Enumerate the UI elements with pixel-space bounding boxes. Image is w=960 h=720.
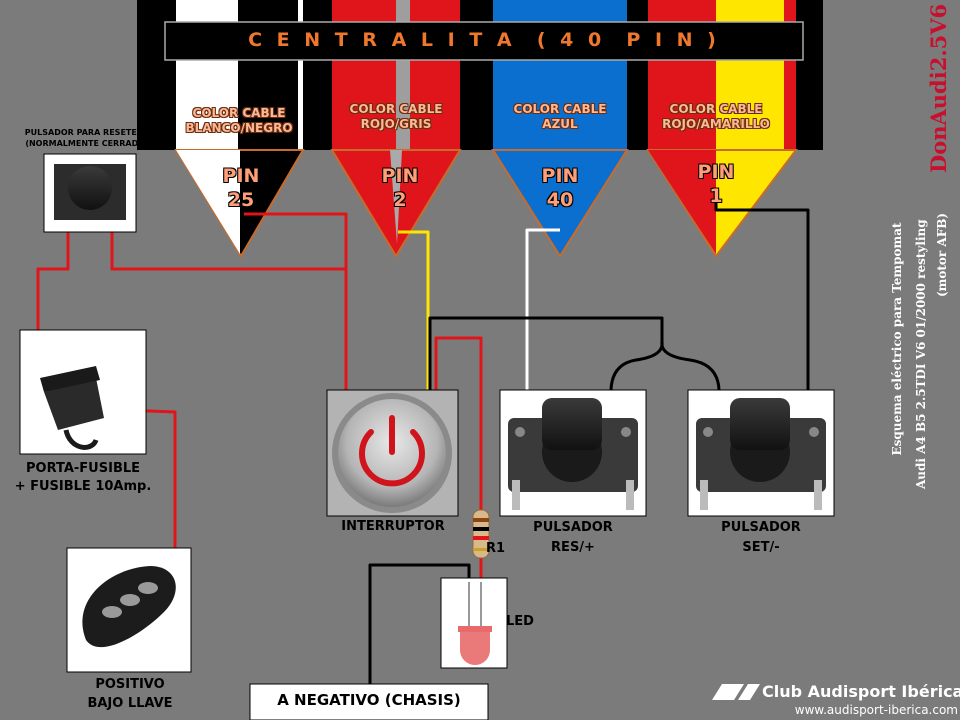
resistor-label: R1 — [486, 541, 506, 556]
pin-40-cable-label-line1: COLOR CABLE — [513, 102, 607, 116]
fuse-label-line2: + FUSIBLE 10Amp. — [14, 479, 152, 494]
fuse-holder-image — [19, 329, 147, 455]
reset-button-label-line1: PULSADOR PARA RESETEAR — [24, 128, 150, 137]
pin-1-number: 1 — [709, 185, 723, 207]
pin-1-cable-label-line2: ROJO/AMARILLO — [662, 117, 770, 131]
car-key-image — [66, 547, 192, 673]
switch-image — [326, 389, 459, 517]
pin-25-cable-label-line2: BLANCO/NEGRO — [185, 121, 293, 135]
reset-button-label-line2: (NORMALMENTE CERRADO) — [25, 139, 149, 148]
pin-40-label: PIN 40 — [520, 164, 600, 212]
set-button-label-line1: PULSADOR — [721, 520, 801, 535]
caption-line-2: Audi A4 B5 2.5TDI V6 01/2000 restyling — [914, 219, 928, 489]
pin-25-label: PIN 25 — [201, 164, 281, 212]
pin-2-word: PIN — [381, 165, 419, 187]
pin-1-cable-label-line1: COLOR CABLE — [669, 102, 763, 116]
pin-25-number: 25 — [227, 189, 255, 211]
set-button-image — [687, 389, 835, 517]
caption-line-1: Esquema eléctrico para Tempomat — [890, 222, 904, 456]
pin-40-word: PIN — [541, 165, 579, 187]
wire-common-split — [609, 341, 664, 391]
switch-label: INTERRUPTOR — [341, 519, 445, 534]
pin-2-label: PIN 2 — [360, 164, 440, 212]
wire-switch-resistor — [434, 336, 483, 512]
pin-40-number: 40 — [546, 189, 574, 211]
wire-led-ground — [368, 563, 471, 684]
pin-1-word: PIN — [697, 161, 735, 183]
club-name: Club Audisport Ibérica — [762, 682, 960, 701]
caption-line-3: (motor AFB) — [935, 212, 949, 298]
club-logo-mark — [712, 684, 760, 700]
wire-pin2-switch — [398, 230, 430, 390]
fuse-label: PORTA-FUSIBLE + FUSIBLE 10Amp. — [0, 460, 166, 496]
pin-40-cable-label-line2: AZUL — [542, 117, 578, 131]
pin-2-cable-label-line2: ROJO/GRIS — [360, 117, 432, 131]
res-button-label-line2: RES/+ — [551, 540, 595, 555]
pin-2-cable-label: COLOR CABLE ROJO/GRIS — [332, 102, 460, 132]
led-label: LED — [506, 614, 534, 629]
wire-pin25-switch — [244, 212, 348, 390]
fuse-label-line1: PORTA-FUSIBLE — [25, 461, 141, 476]
wire-pin40-res — [525, 228, 560, 390]
pin-25-word: PIN — [222, 165, 260, 187]
club-url: www.audisport-iberica.com — [794, 703, 958, 717]
wire-pin1-set — [714, 192, 810, 390]
set-button-label-line2: SET/- — [742, 540, 780, 555]
res-button-label: PULSADOR RES/+ — [510, 518, 636, 558]
reset-button-label: PULSADOR PARA RESETEAR (NORMALMENTE CERR… — [2, 127, 172, 149]
pin-2-cable-label-line1: COLOR CABLE — [349, 102, 443, 116]
pin-1-cable-label: COLOR CABLE ROJO/AMARILLO — [648, 102, 784, 132]
pin-40-cable-label: COLOR CABLE AZUL — [493, 102, 627, 132]
reset-button-image — [43, 153, 137, 233]
resistor-image — [472, 509, 490, 559]
res-button-image — [499, 389, 647, 517]
res-button-label-line1: PULSADOR — [533, 520, 613, 535]
key-label-line2: BAJO LLAVE — [87, 696, 173, 711]
pin-2-number: 2 — [393, 189, 407, 211]
set-button-label: PULSADOR SET/- — [698, 518, 824, 558]
wire-reset-junction — [110, 232, 346, 271]
ecu-title-bar — [164, 21, 804, 61]
key-label-line1: POSITIVO — [95, 677, 165, 692]
pin-1-label: PIN 1 — [676, 160, 756, 208]
pin-25-cable-label: COLOR CABLE BLANCO/NEGRO — [176, 106, 302, 136]
wire-common-split-2 — [660, 341, 721, 391]
brand-title: DonAudi2.5V6 — [926, 3, 951, 173]
ecu-title: C E N T R A L I T A ( 4 0 P I N ) — [248, 29, 720, 51]
wire-switch-buttons — [428, 316, 664, 390]
led-image — [440, 577, 508, 669]
ground-label: A NEGATIVO (CHASIS) — [277, 691, 461, 709]
key-label: POSITIVO BAJO LLAVE — [70, 675, 190, 713]
pin-25-cable-label-line1: COLOR CABLE — [192, 106, 286, 120]
ground-label-box — [249, 683, 489, 720]
